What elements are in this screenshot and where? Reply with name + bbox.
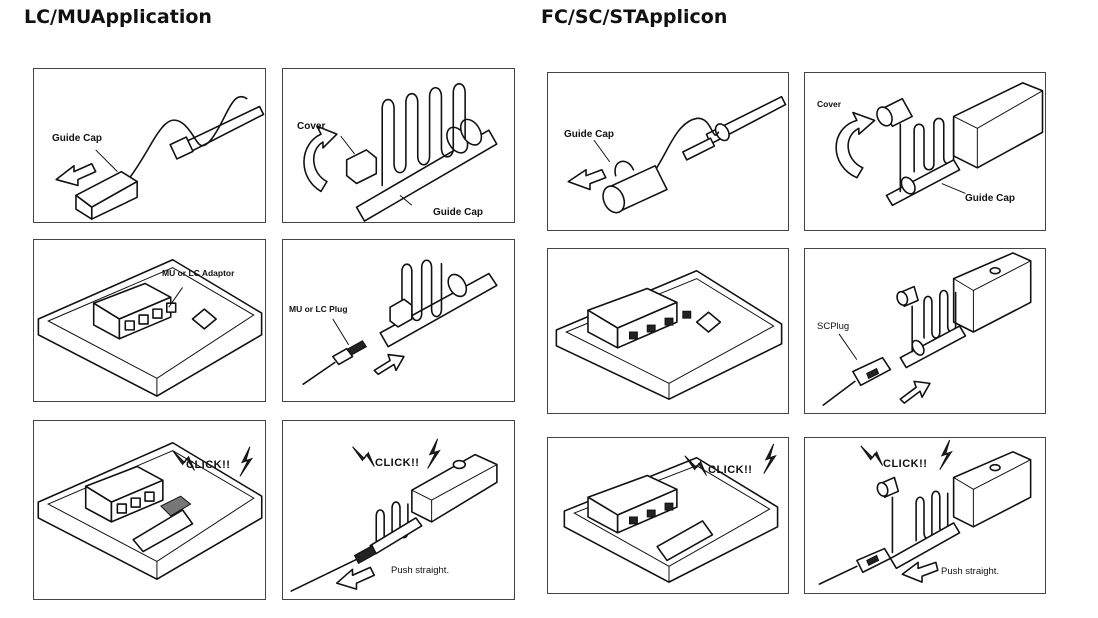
- lc-step-adaptor-tray-illustration: [37, 258, 263, 397]
- lc-step-click-tray-illustration: [37, 441, 263, 581]
- label-mu-lc-plug: MU or LC Plug: [289, 304, 348, 314]
- lc-step-remove-guide-cap: Guide Cap: [33, 68, 266, 223]
- label-fc-push-straight: Push straight.: [941, 566, 1000, 577]
- label-fc-click: CLICK!!: [708, 464, 753, 476]
- label-fc-click-2: CLICK!!: [883, 458, 928, 470]
- fc-step-replace-cover: Cover Guide Cap: [804, 72, 1046, 231]
- fc-step-push-straight-illustration: [818, 439, 1032, 585]
- lc-step-click-tray: CLICK!!: [33, 420, 266, 600]
- label-push-straight: Push straight.: [391, 565, 450, 576]
- lc-step-adaptor-tray: MU or LC Adaptor: [33, 239, 266, 402]
- fc-step-plug-insertion-illustration: [822, 252, 1032, 406]
- section-title-lc-mu: LC/MUApplication: [24, 6, 212, 28]
- label-click: CLICK!!: [186, 459, 231, 471]
- fc-step-remove-guide-cap: Guide Cap: [547, 72, 789, 231]
- lc-step-push-straight: CLICK!! Push straight.: [282, 420, 515, 600]
- fc-step-push-straight: CLICK!! Push straight.: [804, 437, 1046, 594]
- label-sc-plug: SCPlug: [817, 321, 850, 332]
- fc-step-remove-guide-cap-illustration: [567, 95, 787, 214]
- lc-step-plug-insertion: MU or LC Plug: [282, 239, 515, 402]
- fc-step-replace-cover-illustration: [835, 82, 1044, 207]
- label-fc-cover: Cover: [817, 99, 842, 109]
- fc-step-plug-insertion: SCPlug: [804, 248, 1046, 414]
- fc-step-click-tray-illustration: [563, 443, 779, 583]
- lc-step-replace-cover-illustration: [303, 83, 498, 222]
- label-cover: Cover: [297, 121, 326, 132]
- fc-step-adaptor-tray: [547, 248, 789, 414]
- fc-step-click-tray: CLICK!!: [547, 437, 789, 594]
- section-title-fc-sc-st: FC/SC/STApplicon: [541, 6, 728, 28]
- lc-step-plug-insertion-illustration: [302, 259, 498, 385]
- label-guide-cap: Guide Cap: [52, 133, 103, 144]
- label-fc-guide-cap-pointer: Guide Cap: [965, 193, 1016, 204]
- label-fc-guide-cap: Guide Cap: [564, 129, 615, 140]
- lc-step-replace-cover: Cover Guide Cap: [282, 68, 515, 223]
- label-click-2: CLICK!!: [375, 457, 420, 469]
- label-mu-lc-adaptor: MU or LC Adaptor: [162, 268, 235, 278]
- label-guide-cap-pointer: Guide Cap: [433, 207, 484, 218]
- fc-step-adaptor-tray-illustration: [555, 269, 783, 400]
- lc-step-push-straight-illustration: [290, 438, 498, 592]
- lc-step-remove-guide-cap-illustration: [55, 95, 265, 220]
